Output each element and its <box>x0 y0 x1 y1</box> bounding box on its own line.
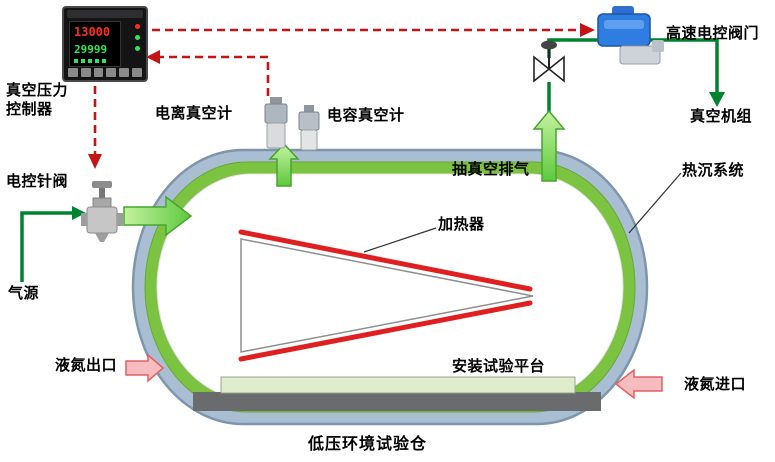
heater-cone <box>240 238 534 353</box>
signal-line-from-gauge <box>160 55 270 96</box>
needle-valve-icon <box>81 181 123 242</box>
vacuum-unit-arrowhead <box>709 92 725 107</box>
signal-needle-arrowhead <box>88 154 102 169</box>
controller-display: 13000 29999 <box>69 21 121 67</box>
heat-sink-leader-line <box>628 172 682 234</box>
gas-source-pipe <box>20 211 72 282</box>
platform-base <box>193 392 601 411</box>
label-ln2-inlet: 液氮进口 <box>684 376 747 393</box>
capacitance-gauge-icon <box>298 105 320 151</box>
manual-valve-handle <box>541 40 557 50</box>
heater-element-bottom <box>238 300 533 362</box>
gas-pipe-arrowhead <box>72 206 86 220</box>
gas-inlet-arrow <box>123 195 193 237</box>
label-needle-valve: 电控针阀 <box>6 173 69 190</box>
gauge-port-arrow <box>268 142 300 187</box>
manual-valve-right <box>547 55 565 83</box>
ln2-inlet-arrow <box>614 368 663 400</box>
heater-leader-line <box>363 227 437 253</box>
platform-slab <box>220 376 576 394</box>
motorized-valve-icon <box>597 6 664 65</box>
signal-valve-arrowhead <box>580 23 595 37</box>
label-vacuum-pressure-controller: 真空压力 控制器 <box>6 82 69 118</box>
label-heat-sink-system: 热沉系统 <box>682 162 745 179</box>
heater-element-top <box>238 229 533 292</box>
label-ionization-gauge: 电离真空计 <box>155 105 233 122</box>
controller-sv-value: 29999 <box>74 42 108 56</box>
exhaust-flow-arrow <box>532 109 566 182</box>
label-mounting-platform: 安装试验平台 <box>452 358 546 375</box>
controller-buttons <box>68 68 142 77</box>
controller-brand-strip <box>67 10 143 18</box>
controller-leds <box>135 24 140 51</box>
chamber-title: 低压环境试验仓 <box>308 436 428 453</box>
ln2-outlet-arrow <box>125 353 165 383</box>
label-gas-source: 气源 <box>8 285 40 302</box>
controller-indicator-row <box>74 58 106 63</box>
controller-pv-value: 13000 <box>74 25 111 40</box>
label-ln2-outlet: 液氮出口 <box>55 357 118 374</box>
label-capacitance-gauge: 电容真空计 <box>327 107 405 124</box>
label-vacuum-exhaust: 抽真空排气 <box>452 161 530 178</box>
signal-controller-arrowhead <box>146 50 160 64</box>
label-heater: 加热器 <box>438 216 485 233</box>
label-vacuum-unit: 真空机组 <box>690 108 753 125</box>
label-high-speed-valve: 高速电控阀门 <box>666 25 760 42</box>
vacuum-controller-device: 13000 29999 <box>62 6 148 82</box>
manual-valve-left <box>533 55 551 83</box>
ionization-gauge-icon <box>264 97 288 149</box>
